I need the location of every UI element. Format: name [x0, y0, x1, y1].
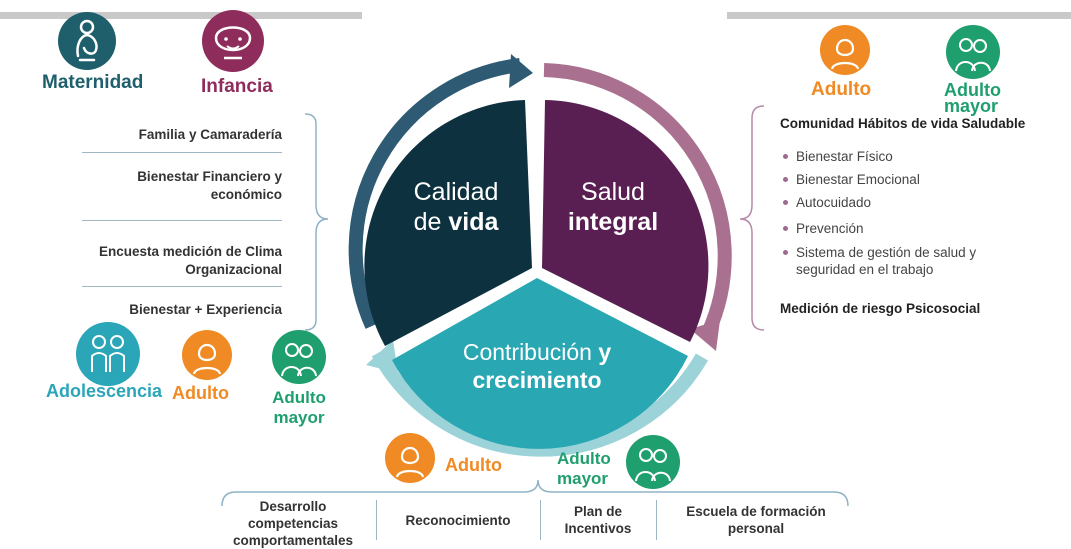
adulto-mayor-label-top: Adulto mayor [944, 80, 1001, 116]
salud-line1: Salud [581, 178, 645, 206]
bottom-item-desarrollo: Desarrollo competencias comportamentales [232, 499, 354, 548]
child-face-icon [202, 10, 264, 72]
contribucion-line1-b: y [598, 339, 611, 365]
adulto-label-top: Adulto [811, 79, 872, 100]
bottom-item-plan-incentivos: Plan de Incentivos [564, 504, 632, 536]
left-item-bienestar-experiencia: Bienestar + Experiencia [129, 302, 282, 317]
adulto-label-left: Adulto [172, 383, 229, 403]
calidad-line2-a: de [414, 208, 449, 236]
ring-arrow-purple [690, 320, 720, 351]
left-divider [82, 220, 282, 221]
elderly-couple-icon [272, 330, 326, 384]
left-item-familia: Familia y Camaradería [138, 127, 282, 142]
ring-arrow-navy [509, 54, 533, 88]
contribucion-line2: crecimiento [472, 367, 601, 393]
calidad-line2: de vida [414, 208, 500, 236]
infancia-label: Infancia [201, 76, 273, 97]
segment-salud-integral [542, 100, 709, 342]
bullet-item: Prevención [780, 220, 1065, 237]
segment-contribucion [392, 278, 688, 449]
adolescencia-label: Adolescencia [46, 381, 163, 401]
elderly-couple-icon [946, 25, 1000, 79]
bullet-item: Bienestar Emocional [780, 171, 1065, 188]
left-divider [82, 152, 282, 153]
left-divider [82, 286, 282, 287]
adult-person-icon [820, 25, 870, 75]
ring-arc-navy [348, 58, 521, 329]
ring-arrow-teal [366, 340, 398, 373]
top-bar-left [0, 12, 362, 19]
bullet-item: Sistema de gestión de salud y seguridad … [780, 244, 981, 278]
ring-arc-purple [543, 63, 732, 336]
maternidad-label: Maternidad [42, 72, 144, 93]
bullet-item: Autocuidado [780, 194, 1065, 211]
contribucion-line1: Contribución y [463, 339, 612, 365]
segment-calidad-de-vida [364, 100, 532, 346]
right-panel-footer: Medición de riesgo Psicosocial [780, 301, 981, 316]
bottom-item-escuela: Escuela de formación personal [686, 504, 826, 536]
right-bracket [739, 105, 765, 331]
bottom-bracket [221, 479, 849, 507]
calidad-line2-b: vida [448, 208, 499, 236]
bottom-item-reconocimiento: Reconocimiento [405, 513, 511, 528]
left-item-bienestar-financiero: Bienestar Financiero y económico [137, 169, 282, 202]
right-panel: Comunidad Hábitos de vida Saludable Bien… [780, 115, 1065, 318]
adulto-mayor-label-bottom: Adulto mayor [557, 449, 611, 488]
bullet-item: Bienestar Físico [780, 148, 1065, 165]
contribucion-line1-a: Contribución [463, 339, 599, 365]
bottom-divider [376, 500, 377, 540]
pregnant-woman-icon [58, 12, 116, 70]
bottom-divider [540, 500, 541, 540]
adulto-label-bottom: Adulto [445, 455, 502, 475]
adulto-mayor-label-left: Adulto mayor [272, 388, 326, 427]
ring-arc-teal [371, 349, 709, 457]
left-bracket [304, 113, 329, 331]
teen-couple-icon [76, 322, 140, 386]
left-item-encuesta-clima: Encuesta medición de Clima Organizaciona… [98, 244, 282, 277]
bottom-divider [656, 500, 657, 540]
top-bar-right [727, 12, 1071, 19]
right-panel-title: Comunidad Hábitos de vida Saludable [780, 116, 1026, 131]
salud-line2: integral [568, 208, 658, 236]
adult-person-icon [182, 330, 232, 380]
adult-person-icon [385, 433, 435, 483]
elderly-couple-icon [626, 435, 680, 489]
calidad-line1: Calidad [414, 178, 499, 206]
